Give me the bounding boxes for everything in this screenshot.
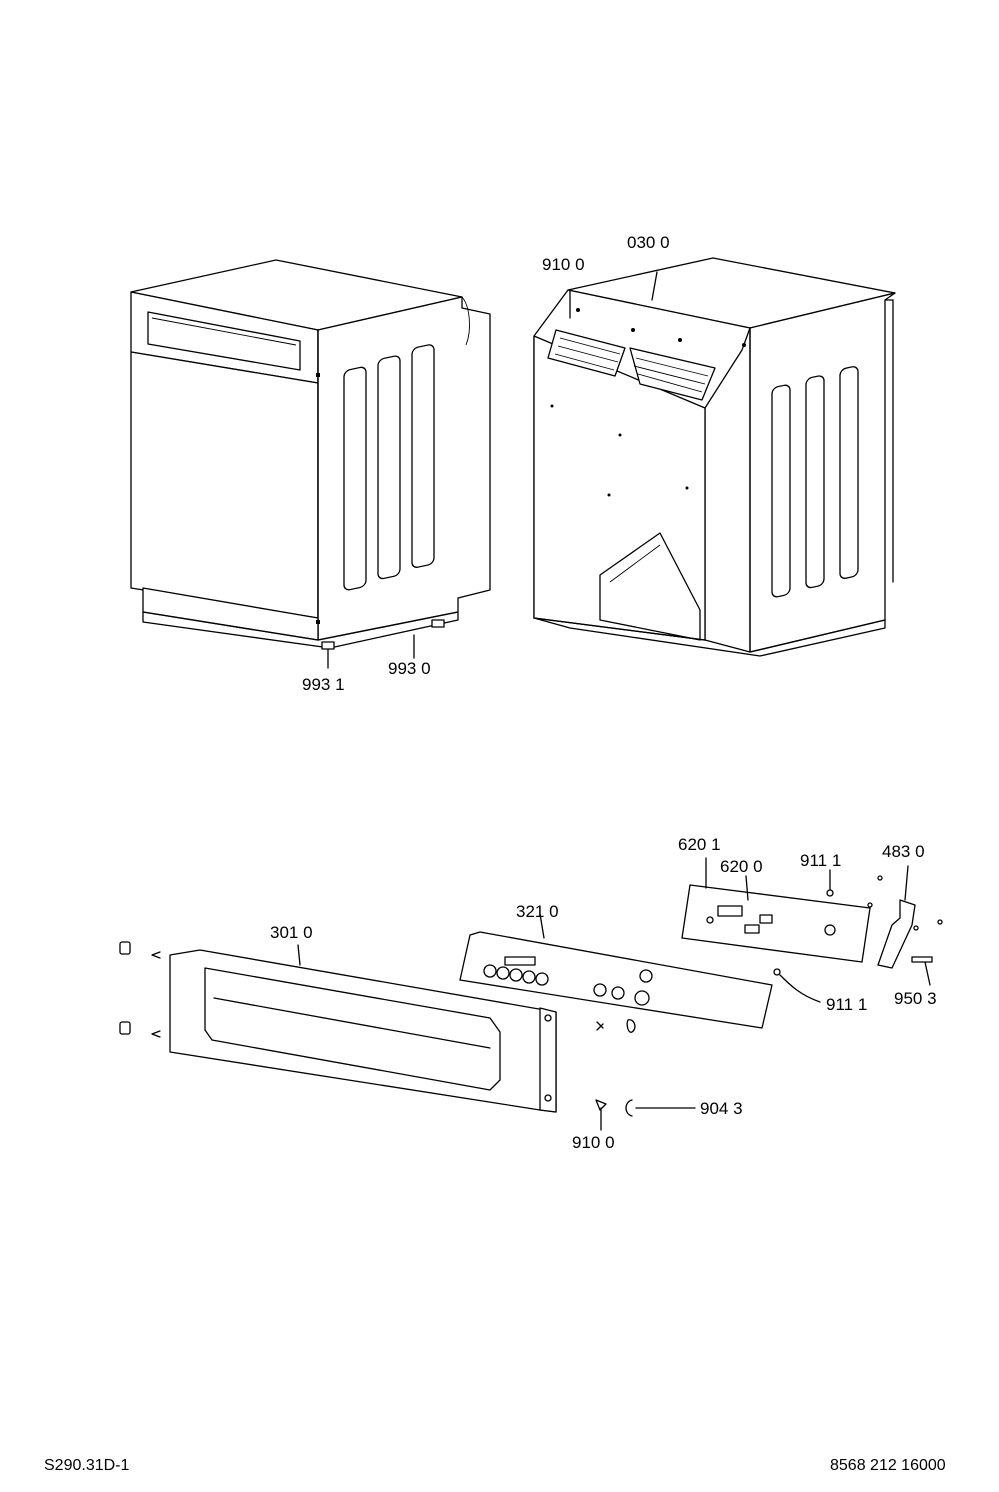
- label-620-0: 620 0: [720, 857, 763, 876]
- label-993-0: 993 0: [388, 659, 431, 678]
- label-911-1-right: 911 1: [826, 995, 867, 1014]
- cable-part: [867, 865, 943, 969]
- label-910-0-top: 910 0: [542, 255, 585, 274]
- label-910-0-bottom: 910 0: [572, 1133, 615, 1152]
- label-620-1: 620 1: [678, 835, 721, 854]
- pin-part: [911, 956, 933, 986]
- control-panel: [459, 913, 773, 1029]
- circuit-board: [681, 857, 871, 963]
- bottom-fasteners: [595, 1019, 696, 1131]
- label-950-3: 950 3: [894, 989, 937, 1008]
- appliance-rear-view: [533, 257, 896, 657]
- label-904-3: 904 3: [700, 1099, 743, 1118]
- label-993-1: 993 1: [302, 675, 345, 694]
- label-911-1-top: 911 1: [800, 851, 841, 870]
- appliance-front-view: [130, 259, 491, 669]
- spacer-part: [773, 968, 821, 1003]
- footer-left-code: S290.31D-1: [44, 1457, 129, 1474]
- label-483-0: 483 0: [882, 842, 925, 861]
- label-030-0: 030 0: [627, 233, 670, 252]
- label-301-0: 301 0: [270, 923, 313, 942]
- footer-right-code: 8568 212 16000: [830, 1457, 946, 1474]
- fascia-panel: [169, 944, 557, 1113]
- left-clips: [119, 941, 161, 1038]
- label-321-0: 321 0: [516, 902, 559, 921]
